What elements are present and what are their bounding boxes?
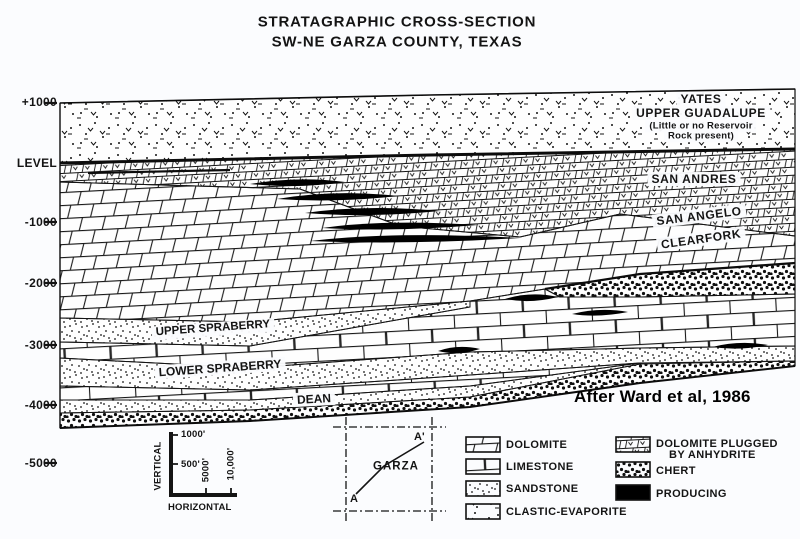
scale-tick-1000: 1000' bbox=[181, 429, 206, 440]
depth-label-minus-1000: -1000 bbox=[24, 215, 57, 229]
legend-swatch-chert bbox=[615, 461, 651, 478]
producing-zones bbox=[250, 179, 768, 354]
legend-label-producing: PRODUCING bbox=[656, 488, 727, 500]
inset-map-section-line bbox=[355, 441, 425, 495]
formation-label-san-andres: SAN ANDRES bbox=[647, 172, 741, 186]
formation-label-upper-guadalupe: UPPER GUADALUPE bbox=[632, 106, 770, 120]
legend-swatch-clastic-evaporite bbox=[465, 503, 501, 520]
inset-map-county-label: GARZA bbox=[373, 460, 419, 473]
legend-swatches bbox=[465, 436, 651, 520]
inset-map-label-a: A bbox=[350, 493, 358, 505]
attribution-text: After Ward et al, 1986 bbox=[574, 387, 751, 406]
legend-label-dolomite-plugged-line-2: BY ANHYDRITE bbox=[669, 449, 756, 461]
legend-label-sandstone: SANDSTONE bbox=[506, 483, 579, 495]
legend-swatch-sandstone bbox=[465, 480, 501, 497]
legend-label-clastic-evaporite: CLASTIC-EVAPORITE bbox=[506, 506, 627, 518]
scale-bar bbox=[169, 432, 237, 497]
depth-label-sea-level: LEVEL bbox=[16, 156, 57, 170]
legend-swatch-limestone bbox=[465, 458, 501, 475]
inset-map-border bbox=[333, 417, 446, 521]
scale-tick-500: 500' bbox=[181, 459, 200, 470]
legend-label-dolomite-plugged-line-1: DOLOMITE PLUGGED bbox=[656, 438, 778, 450]
reservoir-note-line-1: (Little or no Reservoir bbox=[645, 120, 757, 132]
legend-label-dolomite: DOLOMITE bbox=[506, 439, 568, 451]
title-line-2: SW-NE GARZA COUNTY, TEXAS bbox=[271, 33, 523, 51]
title-line-1: STRATAGRAPHIC CROSS-SECTION bbox=[257, 13, 537, 31]
legend-swatch-producing bbox=[615, 484, 651, 501]
depth-axis-ticks bbox=[44, 101, 57, 465]
depth-label-minus-2000: -2000 bbox=[24, 276, 57, 290]
depth-label-minus-5000: -5000 bbox=[24, 456, 57, 470]
legend-label-limestone: LIMESTONE bbox=[506, 461, 574, 473]
depth-label-minus-3000: -3000 bbox=[24, 338, 57, 352]
scale-tick-5000: 5000' bbox=[200, 457, 212, 483]
legend-label-chert: CHERT bbox=[656, 465, 696, 477]
scale-horizontal-label: HORIZONTAL bbox=[168, 502, 232, 513]
scale-tick-10000: 10,000' bbox=[225, 447, 237, 481]
inset-map-label-a-prime: A' bbox=[414, 431, 425, 443]
formation-label-dean: DEAN bbox=[292, 390, 336, 408]
formation-label-yates: YATES bbox=[676, 92, 726, 106]
depth-label-minus-4000: -4000 bbox=[24, 398, 57, 412]
reservoir-note-line-2: Rock present) bbox=[664, 130, 738, 142]
depth-label-plus-1000: +1000 bbox=[21, 95, 57, 109]
scale-vertical-label: VERTICAL bbox=[152, 441, 164, 491]
legend-swatch-dolomite bbox=[465, 436, 501, 453]
legend-swatch-dolomite-plugged bbox=[615, 436, 651, 453]
